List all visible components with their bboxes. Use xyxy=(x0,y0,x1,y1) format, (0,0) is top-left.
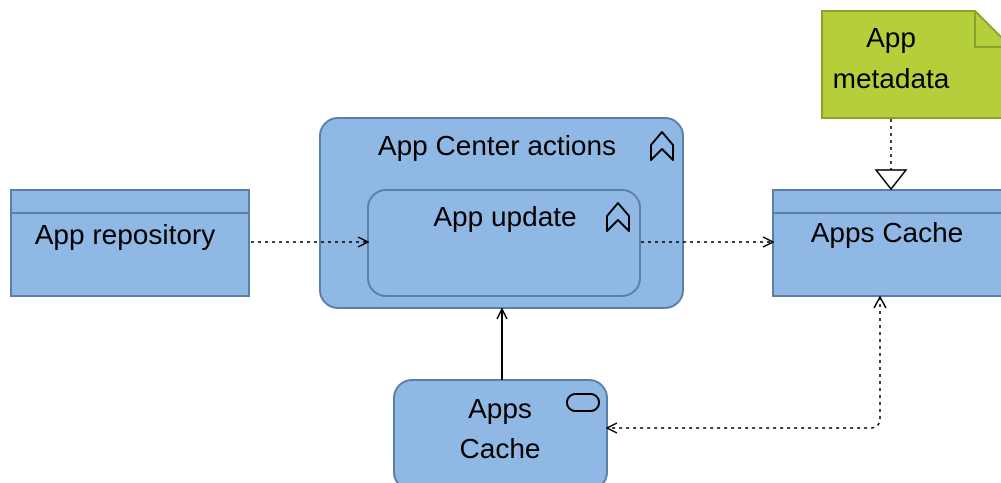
chevron-up-icon xyxy=(606,202,630,232)
chevron-up-icon xyxy=(650,131,674,161)
apps-cache-data-node[interactable]: Apps Cache xyxy=(772,189,1001,297)
apps-cache-service-node[interactable]: Apps Cache xyxy=(393,379,608,483)
edge-app-metadata-realizes-apps-cache xyxy=(874,119,908,191)
app-update-node[interactable]: App update xyxy=(367,189,641,297)
app-repository-label: App repository xyxy=(35,219,216,250)
edge-apps-cache-data-to-apps-cache-service xyxy=(607,295,887,428)
rounded-rect-service-icon xyxy=(566,393,600,412)
app-metadata-label-line1: App xyxy=(866,22,916,53)
app-repository-node[interactable]: App repository xyxy=(10,189,250,297)
app-center-actions-label: App Center actions xyxy=(378,130,616,161)
app-update-label: App update xyxy=(433,201,576,232)
app-metadata-label-line2: metadata xyxy=(833,63,950,94)
app-metadata-node[interactable]: App metadata xyxy=(821,10,1001,119)
apps-cache-service-label-line2: Cache xyxy=(460,433,541,464)
apps-cache-data-label: Apps Cache xyxy=(811,217,964,248)
apps-cache-service-label-line1: Apps xyxy=(468,393,532,424)
